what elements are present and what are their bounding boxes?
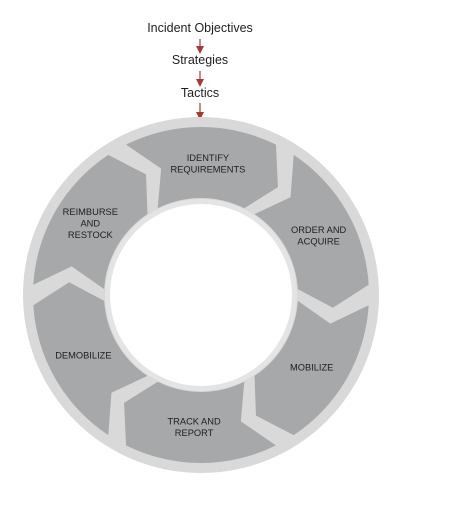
label-reimburse-line-2: AND bbox=[80, 219, 100, 229]
header-incident-objectives: Incident Objectives bbox=[147, 21, 253, 35]
label-mobilize-line-1: MOBILIZE bbox=[290, 362, 333, 372]
segment-demobilize bbox=[33, 282, 148, 436]
label-identify-line-1: IDENTIFY bbox=[187, 153, 229, 163]
segment-mobilize bbox=[254, 300, 369, 436]
cycle-segments bbox=[33, 126, 369, 464]
label-demobilize-line-1: DEMOBILIZE bbox=[55, 350, 111, 360]
label-identify-line-2: REQUIREMENTS bbox=[170, 164, 245, 174]
label-track-line-1: TRACK AND bbox=[167, 417, 220, 427]
label-track-line-2: REPORT bbox=[175, 428, 214, 438]
center-hole bbox=[110, 204, 292, 386]
label-order-line-2: ACQUIRE bbox=[297, 236, 339, 246]
segment-reimburse bbox=[33, 154, 148, 290]
header-strategies: Strategies bbox=[171, 53, 229, 67]
label-reimburse-line-3: RESTOCK bbox=[68, 230, 114, 240]
segment-identify bbox=[126, 126, 278, 209]
label-mobilize: MOBILIZE bbox=[290, 362, 333, 372]
header-tactics: Tactics bbox=[180, 86, 220, 100]
segment-order bbox=[254, 154, 369, 308]
label-order-line-1: ORDER AND bbox=[291, 225, 347, 235]
label-demobilize: DEMOBILIZE bbox=[55, 350, 111, 360]
segment-track bbox=[124, 381, 276, 464]
label-reimburse-line-1: REIMBURSE bbox=[63, 207, 118, 217]
